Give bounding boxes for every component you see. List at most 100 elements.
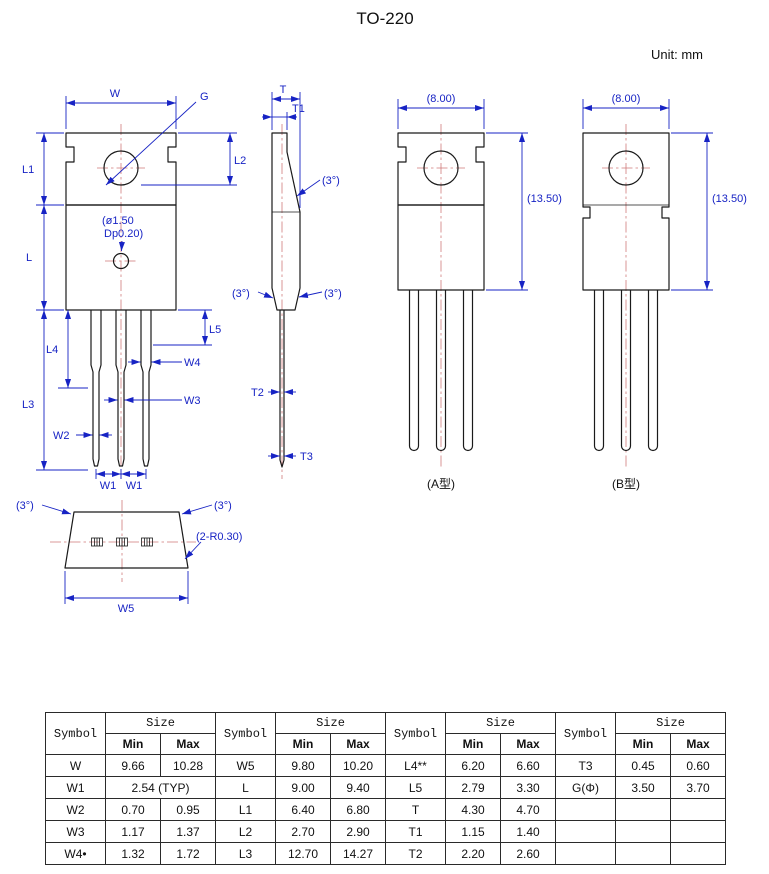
angle-right-label: (3°) <box>214 500 232 512</box>
table-header-size: Size <box>445 712 556 734</box>
dimension-table-grid: Symbol Size Symbol Size Symbol Size Symb… <box>45 712 726 865</box>
cell-min <box>615 798 671 821</box>
cell-symbol: L4** <box>385 754 446 777</box>
cell-symbol <box>555 798 616 821</box>
technical-drawing: TO-220 Unit: mm W G L2 <box>16 9 747 615</box>
dim-l2-label: L2 <box>234 155 246 167</box>
dim-w1-left-label: W1 <box>100 480 117 492</box>
table-row: W2 0.70 0.95 L1 6.40 6.80 T 4.30 4.70 <box>45 798 726 821</box>
type-a-view: (8.00) (13.50) (A型) <box>397 93 562 491</box>
dim-l3: L3 <box>22 310 88 471</box>
angle-lower-right-label: (3°) <box>324 288 342 300</box>
table-header-symbol: Symbol <box>215 712 276 755</box>
cell-max: 2.90 <box>330 820 386 843</box>
cell-min: 9.66 <box>105 754 161 777</box>
body-outline <box>65 204 177 311</box>
dimple-hole <box>112 252 130 270</box>
cell-min: 3.50 <box>615 776 671 799</box>
cell-max <box>670 842 726 865</box>
angle-upper: (3°) <box>296 175 340 197</box>
cell-max: 2.60 <box>500 842 556 865</box>
cell-symbol <box>555 842 616 865</box>
cell-min: 1.32 <box>105 842 161 865</box>
cell-max: 4.70 <box>500 798 556 821</box>
table-header-min: Min <box>445 733 501 755</box>
angle-lower-right: (3°) <box>298 288 342 300</box>
body-outline <box>397 204 485 291</box>
cell-min: 12.70 <box>275 842 331 865</box>
cell-max: 1.37 <box>160 820 216 843</box>
dim-g: G <box>105 91 209 186</box>
cell-min: 0.70 <box>105 798 161 821</box>
dim-w1-right-label: W1 <box>126 480 143 492</box>
cell-max <box>670 820 726 843</box>
lead-left <box>90 310 102 467</box>
dim-l3-label: L3 <box>22 399 34 411</box>
cell-min: 2.70 <box>275 820 331 843</box>
type-a-caption: (A型) <box>427 477 455 491</box>
table-header-symbol: Symbol <box>385 712 446 755</box>
dim-width-label: (8.00) <box>612 93 641 105</box>
cell-max: 0.60 <box>670 754 726 777</box>
cell-symbol: W4• <box>45 842 106 865</box>
dim-w: W <box>65 88 177 129</box>
dim-l5: L5 <box>153 309 221 346</box>
lead-right <box>647 290 659 452</box>
angle-upper-label: (3°) <box>322 175 340 187</box>
dim-t2-label: T2 <box>251 387 264 399</box>
dim-w-label: W <box>110 88 121 100</box>
dim-l4-label: L4 <box>46 344 58 356</box>
cell-max: 14.27 <box>330 842 386 865</box>
lead-section-middle <box>116 537 128 547</box>
dim-t3: T3 <box>268 451 313 463</box>
dim-width: (8.00) <box>582 93 670 129</box>
dim-w3: W3 <box>104 395 201 407</box>
dim-l: L <box>26 205 64 311</box>
dimension-table: Symbol Size Symbol Size Symbol Size Symb… <box>45 712 726 865</box>
dim-t1: T1 <box>262 103 305 130</box>
type-b-view: (8.00) (13.50) (B型) <box>582 93 747 491</box>
cell-symbol: W <box>45 754 106 777</box>
angle-left-label: (3°) <box>16 500 34 512</box>
table-header-max: Max <box>670 733 726 755</box>
cell-min: 6.40 <box>275 798 331 821</box>
table-header-max: Max <box>500 733 556 755</box>
table-header-size: Size <box>615 712 726 734</box>
cell-max: 1.40 <box>500 820 556 843</box>
dim-w5-label: W5 <box>118 603 135 615</box>
cell-symbol <box>555 820 616 843</box>
cell-symbol: L <box>215 776 276 799</box>
cell-min <box>615 820 671 843</box>
lead-section-left <box>91 537 103 547</box>
dim-w2-label: W2 <box>53 430 70 442</box>
cell-max: 0.95 <box>160 798 216 821</box>
page-title: TO-220 <box>356 9 413 28</box>
lead-middle <box>435 290 447 452</box>
lead-middle <box>620 290 632 452</box>
cell-min: 1.17 <box>105 820 161 843</box>
cell-min <box>615 842 671 865</box>
lead-middle <box>115 310 127 467</box>
lead-left <box>408 290 420 452</box>
angle-lower-left: (3°) <box>232 288 274 300</box>
cell-symbol: T3 <box>555 754 616 777</box>
table-header-max: Max <box>160 733 216 755</box>
dim-g-label: G <box>200 91 209 103</box>
table-header-min: Min <box>275 733 331 755</box>
body-profile <box>271 132 301 311</box>
dim-w4: W4 <box>128 357 201 369</box>
mounting-hole <box>103 150 139 186</box>
dim-t2: T2 <box>251 387 296 399</box>
dim-width-label: (8.00) <box>427 93 456 105</box>
table-header-min: Min <box>105 733 161 755</box>
dim-w3-label: W3 <box>184 395 201 407</box>
table-header-symbol: Symbol <box>555 712 616 755</box>
dim-l1: L1 <box>22 132 64 206</box>
cell-symbol: W5 <box>215 754 276 777</box>
cell-max: 10.20 <box>330 754 386 777</box>
lead-left <box>593 290 605 452</box>
cell-symbol: W3 <box>45 820 106 843</box>
cell-min: 4.30 <box>445 798 501 821</box>
cell-max: 6.60 <box>500 754 556 777</box>
